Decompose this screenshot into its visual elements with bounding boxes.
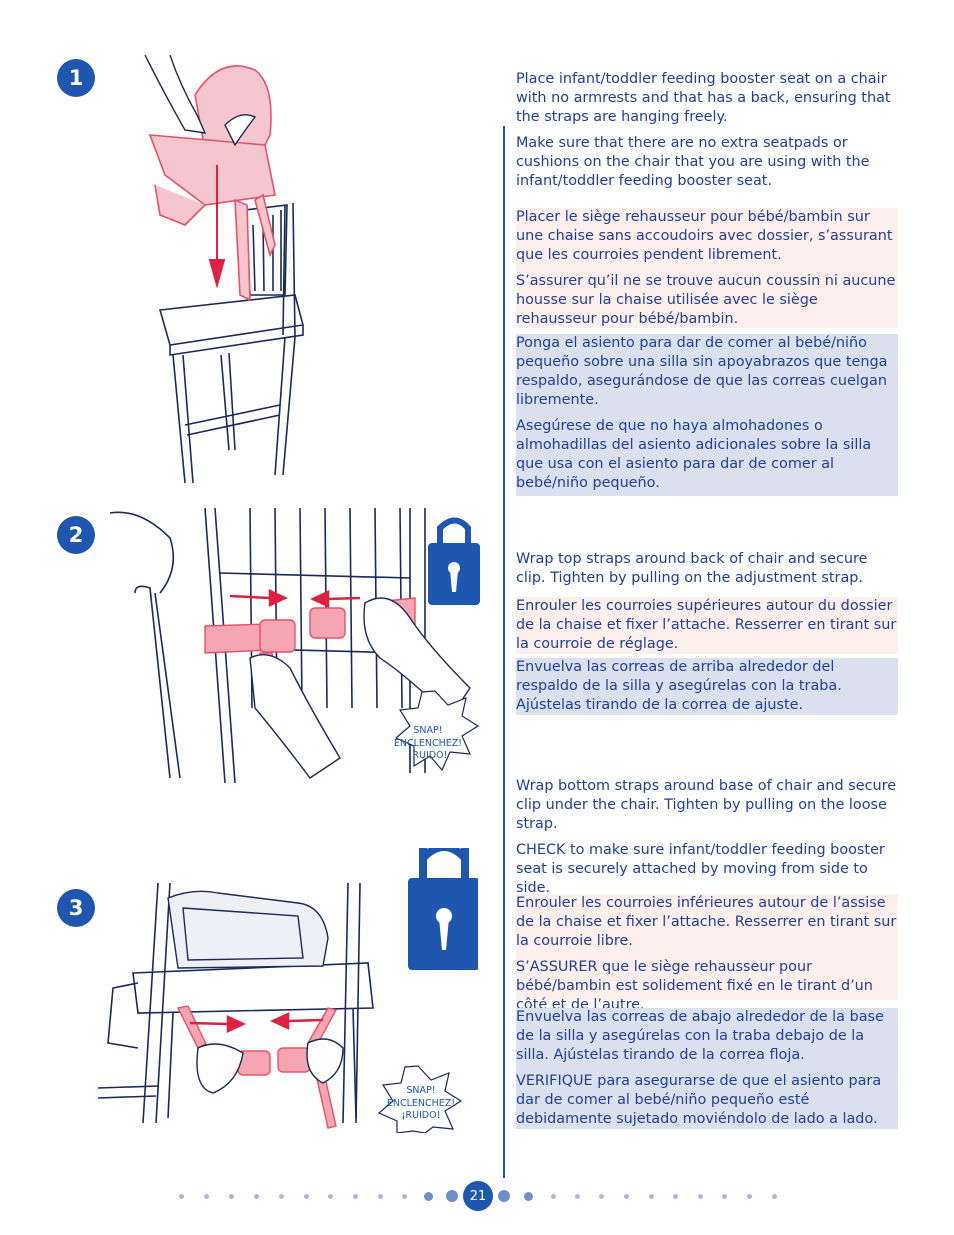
footer-dot (498, 1190, 510, 1202)
step3-illustration (98, 848, 478, 1133)
padlock-icon-step3 (408, 848, 478, 970)
snap-en: SNAP! (413, 725, 443, 736)
step1-text-es: Ponga el asiento para dar de comer al be… (516, 334, 898, 496)
step1-es-p2: Asegúrese de que no haya almohadones o a… (516, 418, 872, 491)
footer-dot (771, 1193, 777, 1199)
snap-burst-icon-step2 (394, 690, 480, 772)
step2-fr-p1: Enrouler les courroies supérieures autou… (516, 598, 897, 652)
footer-dot (623, 1193, 629, 1199)
step2-en-p1: Wrap top straps around back of chair and… (516, 551, 868, 586)
page-number: 21 (463, 1181, 493, 1211)
step3-text-es: Envuelva las correas de abajo alrededor … (516, 1008, 898, 1129)
step1-text-fr: Placer le siège rehausseur pour bébé/bam… (516, 208, 898, 328)
step1-en-p1: Place infant/toddler feeding booster sea… (516, 71, 891, 125)
padlock-icon-step2 (428, 517, 480, 605)
snap-fr: ENCLENCHEZ! (386, 1097, 456, 1109)
step-number-3: 3 (57, 889, 95, 927)
step1-illustration (144, 55, 305, 484)
footer-dot (423, 1191, 433, 1201)
step3-en-p1: Wrap bottom straps around base of chair … (516, 778, 897, 832)
step3-fr-p2: S’ASSURER que le siège rehausseur pour b… (516, 959, 873, 1013)
snap-burst-icon-step3 (377, 1065, 463, 1133)
step3-es-p1: Envuelva las correas de abajo alrededor … (516, 1009, 884, 1063)
step3-en-p2: CHECK to make sure infant/toddler feedin… (516, 842, 885, 896)
step1-es-p1: Ponga el asiento para dar de comer al be… (516, 335, 888, 408)
step2-illustration (110, 508, 480, 784)
footer-dot (446, 1190, 458, 1202)
footer-dot (228, 1193, 234, 1199)
step3-fr-p1: Enrouler les courroies inférieures autou… (516, 895, 897, 949)
footer-dot (253, 1193, 259, 1199)
step1-fr-p2: S’assurer qu’il ne se trouve aucun couss… (516, 273, 896, 327)
footer-dot (648, 1193, 654, 1199)
footer-dot (178, 1193, 184, 1199)
footer-dot (697, 1193, 703, 1199)
step3-text-en: Wrap bottom straps around base of chair … (516, 777, 898, 898)
step2-es-p1: Envuelva las correas de arriba alrededor… (516, 659, 842, 713)
footer-dot (523, 1191, 533, 1201)
step-number-1: 1 (57, 59, 95, 97)
footer-dot (401, 1193, 407, 1199)
footer-dot (672, 1193, 678, 1199)
step2-text-en: Wrap top straps around back of chair and… (516, 550, 898, 588)
step1-text-en: Place infant/toddler feeding booster sea… (516, 70, 898, 191)
footer-dot (377, 1193, 383, 1199)
footer-dot (746, 1193, 752, 1199)
footer-dot (721, 1193, 727, 1199)
footer-dot (574, 1193, 580, 1199)
footer-dot (352, 1193, 358, 1199)
step-number-2: 2 (57, 516, 95, 554)
step2-text-es: Envuelva las correas de arriba alrededor… (516, 658, 898, 715)
footer-dot (327, 1193, 333, 1199)
footer-dot (278, 1193, 284, 1199)
footer-dot (550, 1193, 556, 1199)
snap-label-step2: SNAP! ENCLENCHEZ! ¡RUIDO! (385, 725, 471, 763)
step2-text-fr: Enrouler les courroies supérieures autou… (516, 597, 898, 654)
column-divider (503, 126, 505, 1178)
step1-fr-p1: Placer le siège rehausseur pour bébé/bam… (516, 209, 893, 263)
footer-dot (203, 1193, 209, 1199)
step3-text-fr: Enrouler les courroies inférieures autou… (516, 894, 898, 1013)
snap-en: SNAP! (406, 1085, 436, 1096)
step1-en-p2: Make sure that there are no extra seatpa… (516, 135, 870, 189)
step3-es-p2: VERIFIQUE para asegurarse de que el asie… (516, 1073, 882, 1127)
footer-dot (598, 1193, 604, 1199)
snap-label-step3: SNAP! ENCLENCHEZ! ¡RUIDO! (378, 1085, 464, 1123)
footer-dot (303, 1193, 309, 1199)
snap-es: ¡RUIDO! (401, 1110, 441, 1121)
snap-es: ¡RUIDO! (408, 750, 448, 761)
snap-fr: ENCLENCHEZ! (393, 737, 463, 749)
